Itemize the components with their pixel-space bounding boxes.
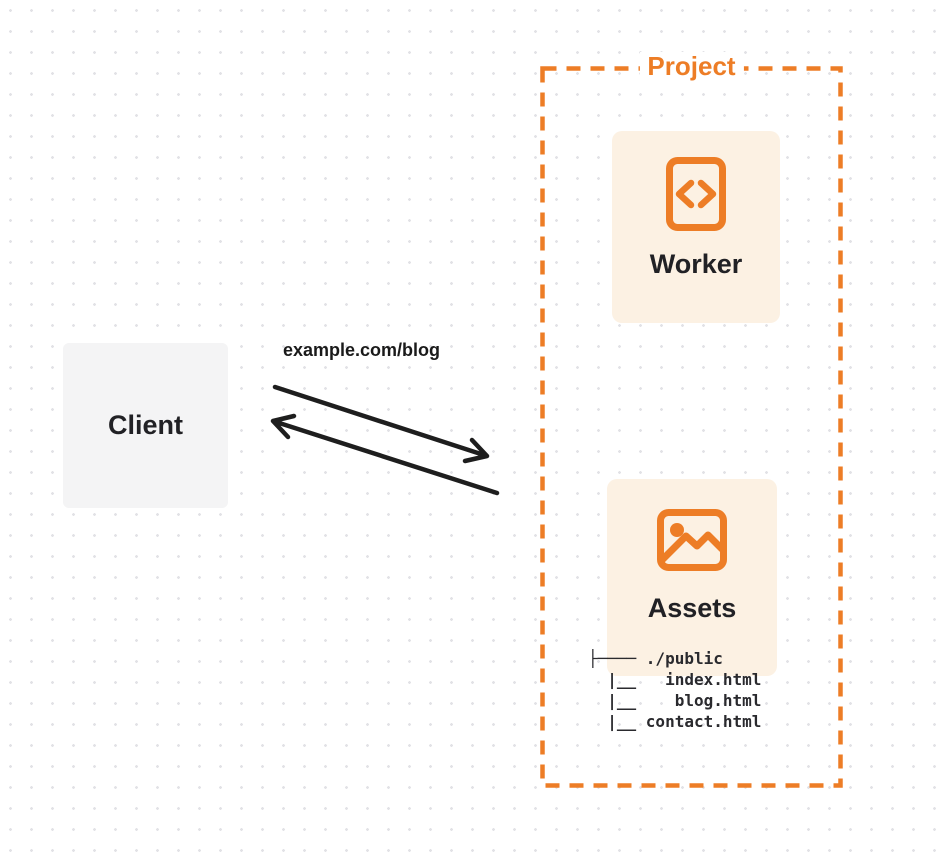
worker-node: Worker [612, 131, 780, 323]
request-arrow [272, 384, 490, 464]
client-node: Client [63, 343, 228, 508]
worker-label: Worker [649, 249, 743, 279]
image-icon [657, 509, 727, 571]
client-label: Client [107, 410, 183, 440]
assets-file-tree: ├──── ./public |__ index.html |__ blog.h… [588, 649, 762, 731]
project-label: Project [639, 52, 744, 80]
assets-label: Assets [647, 593, 737, 623]
assets-node: Assets [607, 479, 777, 676]
code-document-icon [666, 157, 726, 231]
request-response-arrows [270, 384, 500, 496]
response-arrow [270, 413, 500, 496]
request-url-label: example.com/blog [283, 340, 441, 360]
project-container: Project Worker Assets ├──── ./public |__… [540, 52, 843, 788]
